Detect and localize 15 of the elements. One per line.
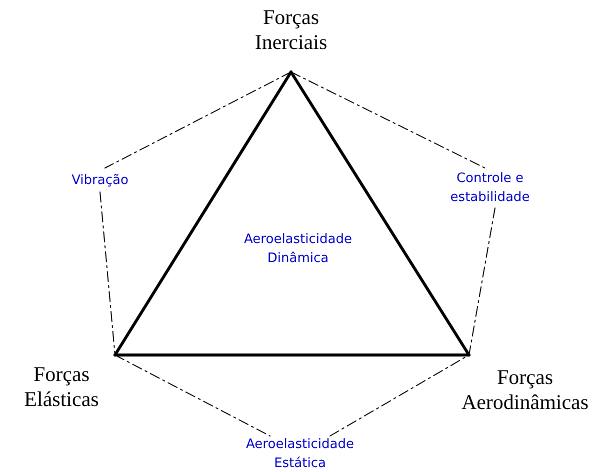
- force-label: Forças Inerciais: [241, 5, 341, 72]
- force-label: Forças Aerodinâmicas: [450, 355, 600, 415]
- dash-dot-line: [114, 354, 270, 436]
- dash-dot-line: [104, 72, 292, 168]
- concept-label: Vibração: [62, 168, 138, 192]
- force-label: Forças Elásticas: [8, 355, 115, 412]
- triangle-side: [114, 354, 470, 356]
- concept-label: Aeroelasticidade Estática: [228, 436, 372, 472]
- triangle-side: [114, 70, 292, 356]
- center-label: Aeroelasticidade Dinâmica: [243, 231, 353, 268]
- concept-label: Controle e estabilidade: [442, 168, 538, 208]
- dash-dot-line: [468, 208, 496, 356]
- triangle-side: [290, 70, 470, 356]
- dash-dot-line: [100, 192, 116, 356]
- dash-dot-line: [290, 72, 486, 168]
